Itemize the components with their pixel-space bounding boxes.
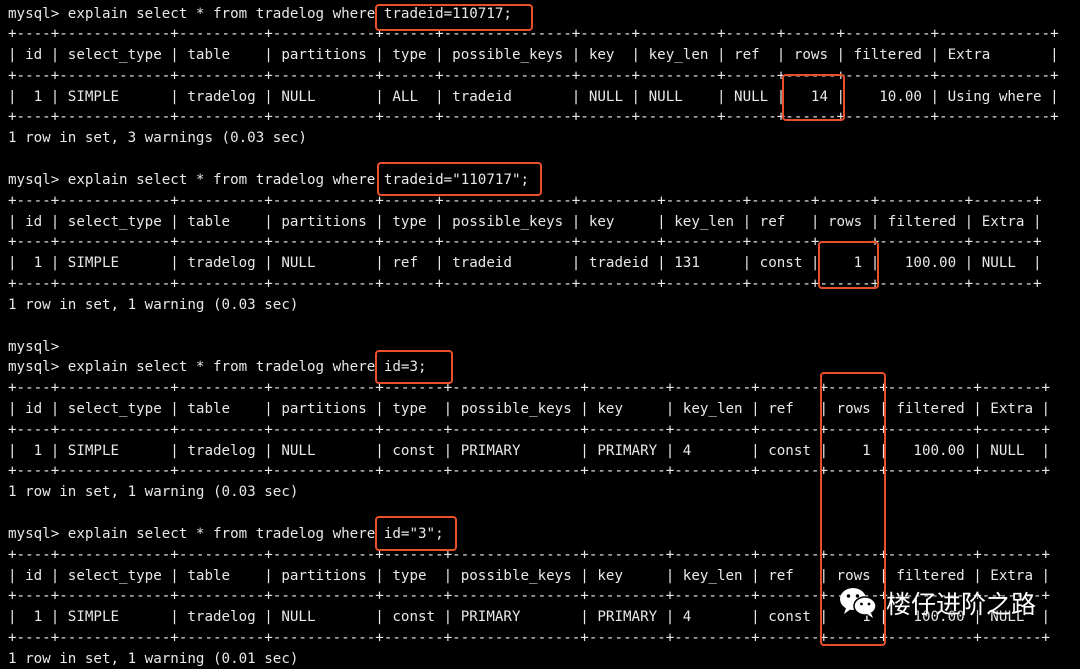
table-border: +----+-------------+----------+---------… <box>8 193 1042 209</box>
table-border: +----+-------------+----------+---------… <box>8 588 1051 604</box>
result-summary: 1 row in set, 1 warning (0.01 sec) <box>8 651 299 667</box>
table-border: +----+-------------+----------+---------… <box>8 547 1051 563</box>
table-header-row: | id | select_type | table | partitions … <box>8 214 1042 230</box>
table-border: +----+-------------+----------+---------… <box>8 26 1059 42</box>
table-border: +----+-------------+----------+---------… <box>8 234 1042 250</box>
table-border: +----+-------------+----------+---------… <box>8 422 1051 438</box>
table-border: +----+-------------+----------+---------… <box>8 380 1051 396</box>
result-summary: 1 row in set, 3 warnings (0.03 sec) <box>8 130 307 146</box>
mysql-command: mysql> explain select * from tradelog wh… <box>8 359 427 375</box>
table-row: | 1 | SIMPLE | tradelog | NULL | const |… <box>8 443 1051 459</box>
table-border: +----+-------------+----------+---------… <box>8 630 1051 646</box>
mysql-command: mysql> explain select * from tradelog wh… <box>8 172 530 188</box>
watermark: 楼仔进阶之路 <box>838 585 1036 621</box>
mysql-command: mysql> explain select * from tradelog wh… <box>8 526 444 542</box>
watermark-text: 楼仔进阶之路 <box>886 590 1037 619</box>
result-summary: 1 row in set, 1 warning (0.03 sec) <box>8 297 299 313</box>
table-border: +----+-------------+----------+---------… <box>8 68 1059 84</box>
table-header-row: | id | select_type | table | partitions … <box>8 47 1059 63</box>
table-row: | 1 | SIMPLE | tradelog | NULL | ref | t… <box>8 255 1042 271</box>
table-row: | 1 | SIMPLE | tradelog | NULL | const |… <box>8 609 1051 625</box>
table-row: | 1 | SIMPLE | tradelog | NULL | ALL | t… <box>8 89 1059 105</box>
table-border: +----+-------------+----------+---------… <box>8 463 1051 479</box>
result-summary: 1 row in set, 1 warning (0.03 sec) <box>8 484 299 500</box>
mysql-command: mysql> explain select * from tradelog wh… <box>8 6 512 22</box>
wechat-icon <box>838 586 878 620</box>
mysql-prompt: mysql> <box>8 339 60 355</box>
table-border: +----+-------------+----------+---------… <box>8 109 1059 125</box>
table-border: +----+-------------+----------+---------… <box>8 276 1042 292</box>
table-header-row: | id | select_type | table | partitions … <box>8 401 1051 417</box>
table-header-row: | id | select_type | table | partitions … <box>8 568 1051 584</box>
